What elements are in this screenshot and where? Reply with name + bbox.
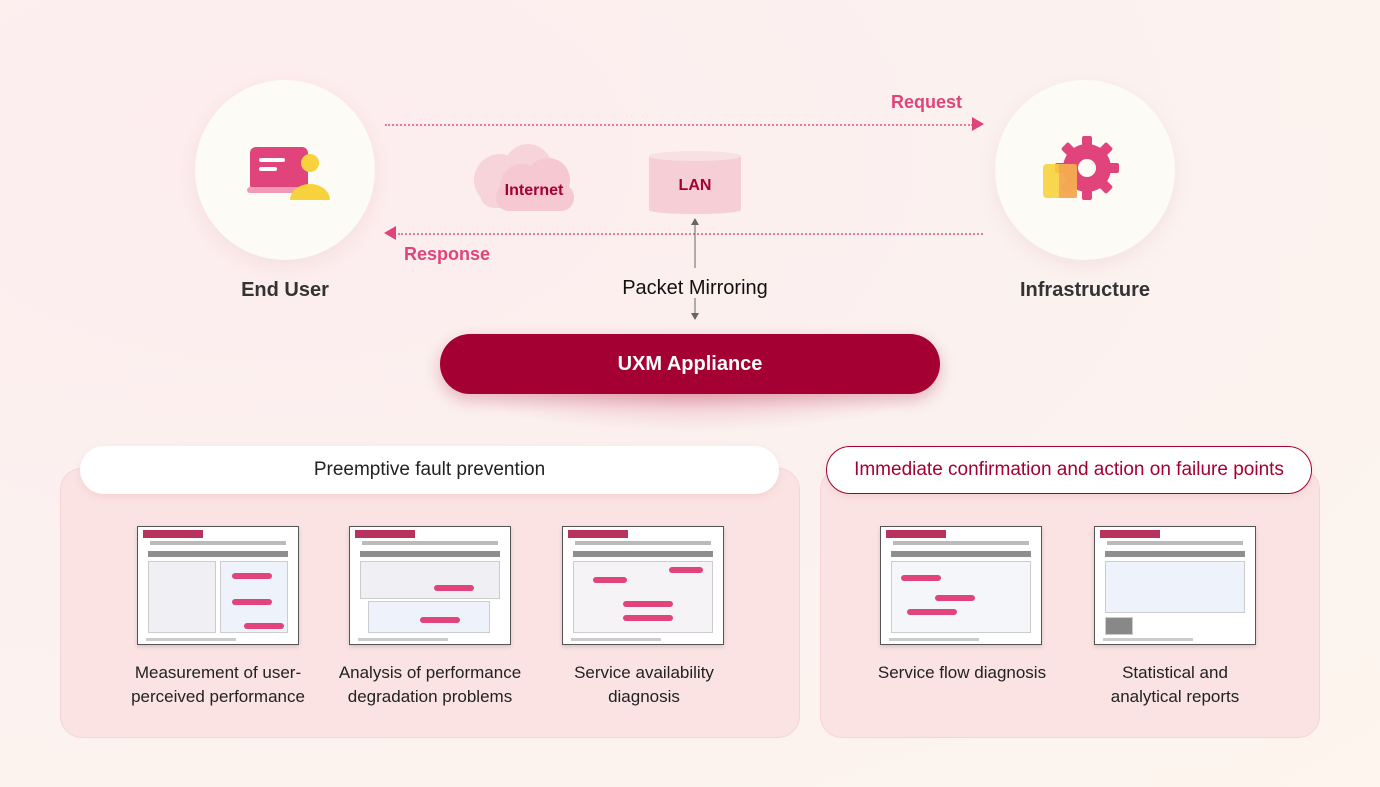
feature-caption: Measurement of user-perceived performanc… [131, 663, 305, 706]
appliance-glow [460, 392, 920, 432]
screenshot-thumbnail [349, 526, 511, 645]
screenshot-thumbnail [880, 526, 1042, 645]
feature-caption: Service flow diagnosis [877, 663, 1047, 682]
database-cylinder-icon [649, 151, 741, 214]
screenshot-thumbnail [137, 526, 299, 645]
end-user-node [195, 80, 375, 260]
screenshot-thumbnail [562, 526, 724, 645]
user-with-card-icon [247, 147, 330, 200]
end-user-label: End User [241, 279, 329, 301]
gear-with-box-icon [1043, 136, 1119, 200]
request-arrow-icon [972, 117, 984, 131]
cloud-icon [474, 144, 574, 211]
packet-mirroring-label: Packet Mirroring [622, 277, 768, 299]
mirror-connector [691, 218, 699, 320]
infrastructure-node [995, 80, 1175, 260]
response-label: Response [404, 244, 491, 264]
request-line [385, 124, 973, 126]
left-group-title: Preemptive fault prevention [80, 446, 779, 494]
response-arrow-icon [384, 226, 396, 240]
infrastructure-label: Infrastructure [1019, 279, 1151, 301]
screenshot-thumbnail [1094, 526, 1256, 645]
lan-label: LAN [678, 177, 712, 194]
response-line [398, 233, 983, 235]
request-label: Request [891, 92, 963, 112]
right-group-title: Immediate confirmation and action on fai… [826, 446, 1312, 494]
internet-label: Internet [504, 182, 564, 199]
uxm-appliance: UXM Appliance [440, 334, 940, 394]
